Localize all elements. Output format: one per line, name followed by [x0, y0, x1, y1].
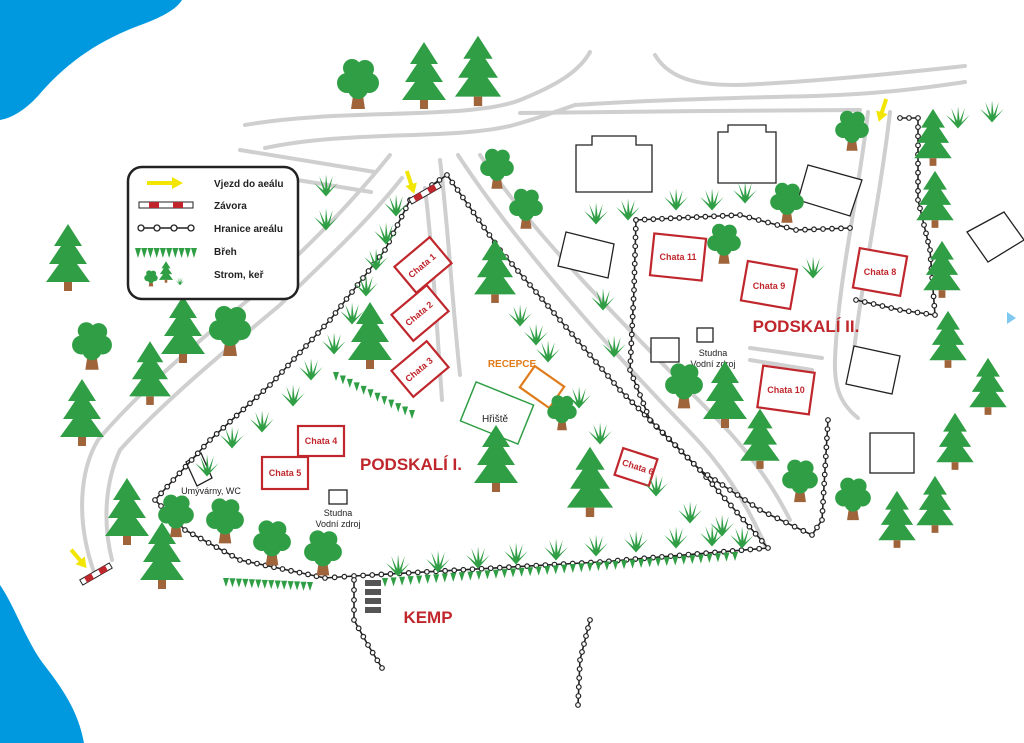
- cabin-6-outline: [613, 446, 659, 488]
- well-2-sublabel: Vodní zdroj: [690, 359, 735, 369]
- cabin-9-label: Chata 9: [753, 281, 786, 291]
- cabin-8-outline: [851, 246, 909, 298]
- well-2-label: Studna: [699, 348, 728, 358]
- playground-area: [459, 380, 535, 446]
- cabin-10-outline: [756, 364, 816, 416]
- cabins: [260, 232, 909, 491]
- well-1-label: Studna: [324, 508, 353, 518]
- legend-entrance-label: Vjezd do aeálu: [214, 179, 283, 190]
- direction-marker-icon: [1007, 312, 1016, 324]
- legend-shore-label: Břeh: [214, 247, 237, 258]
- shore-icon: [135, 248, 197, 258]
- boundary-line-icon: [137, 224, 195, 232]
- legend-barrier-label: Závora: [214, 201, 247, 212]
- buildings: [185, 124, 1024, 505]
- cabin-3-outline: [389, 339, 451, 399]
- well-1-sublabel: Vodní zdroj: [315, 519, 360, 529]
- cabin-5-outline: [260, 455, 310, 491]
- entrance-arrow-icon: [147, 177, 183, 189]
- cabin-2-outline: [389, 283, 451, 343]
- cabin-5-label: Chata 5: [269, 468, 302, 478]
- cabin-11-outline: [648, 232, 708, 282]
- entrance-arrow-north-icon: [399, 167, 422, 198]
- cabin-11-label: Chata 11: [659, 252, 696, 262]
- river-top-left: [0, 0, 182, 120]
- shoreline: [223, 372, 738, 591]
- roads: [80, 50, 967, 577]
- playground-label: Hřiště: [482, 414, 509, 425]
- legend-box: [126, 165, 300, 301]
- vegetation: [46, 35, 1007, 589]
- area-label-podskali-1: PODSKALÍ I.: [360, 455, 462, 474]
- river-bottom-left: [0, 585, 84, 743]
- legend-tree-label: Strom, keř: [214, 270, 264, 281]
- washrooms-label: Umývárny, WC: [181, 486, 241, 496]
- steps-icon: [365, 580, 381, 613]
- barrier-icon: [138, 201, 194, 209]
- area-label-kemp: KEMP: [403, 608, 452, 627]
- cabin-10-label: Chata 10: [767, 385, 805, 395]
- cabin-1-outline: [392, 235, 454, 295]
- legend-boundary-label: Hranice areálu: [214, 224, 283, 235]
- area-label-podskali-2: PODSKALÍ II.: [753, 317, 860, 336]
- cabin-4-outline: [296, 424, 346, 458]
- cabin-4-label: Chata 4: [305, 436, 338, 446]
- reception-label: RECEPCE: [488, 359, 537, 370]
- legend: Vjezd do aeálu Závora Hranice areálu Bře…: [126, 165, 300, 301]
- cabin-8-label: Chata 8: [864, 267, 897, 277]
- cabin-9-outline: [739, 259, 799, 311]
